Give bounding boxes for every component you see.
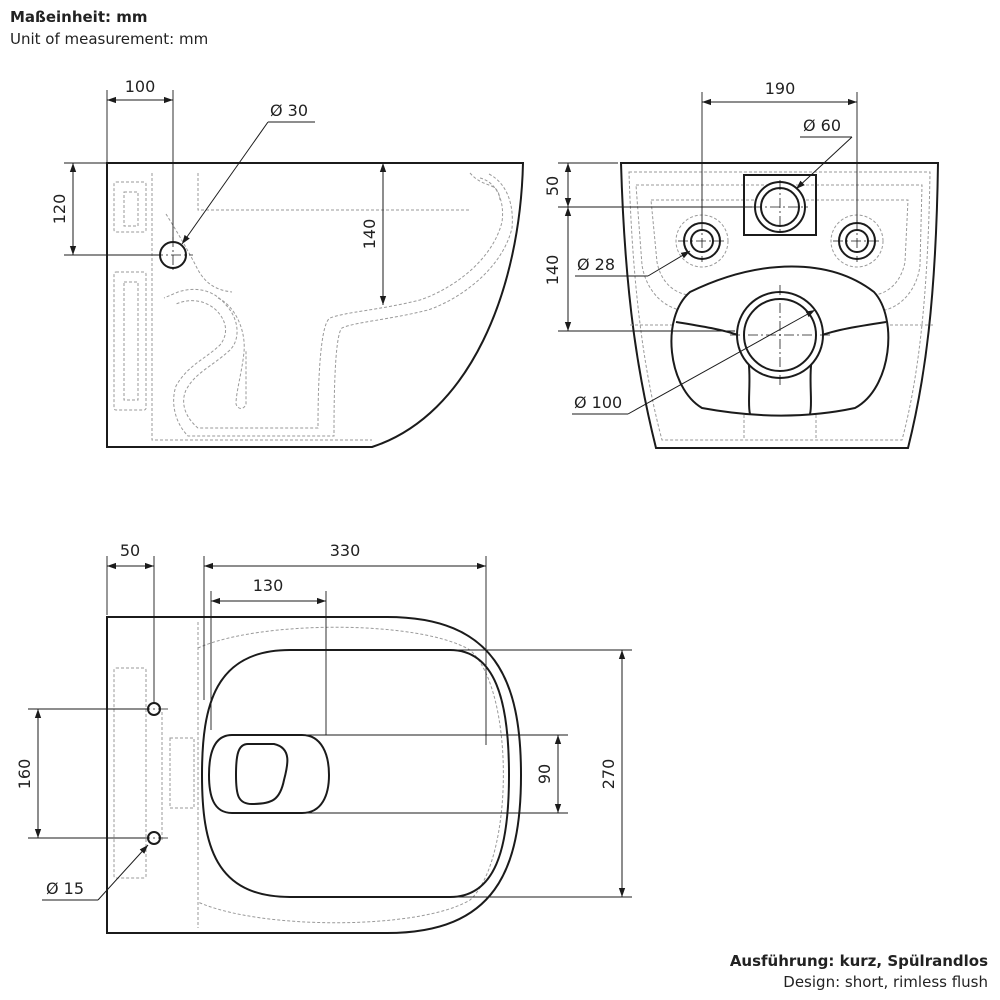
top-dim-130: 130 [253,576,284,595]
design-label-de: Ausführung: kurz, Spülrandlos [729,952,988,970]
bolt-hole-right [830,214,884,268]
design-label-en: Design: short, rimless flush [783,973,988,991]
bolt-hole-left [675,214,729,268]
side-dim-140: 140 [360,219,379,250]
top-dim-90: 90 [535,764,554,784]
side-label-d30: Ø 30 [270,101,308,120]
top-view-hidden-lines [113,622,504,928]
top-label-d15: Ø 15 [46,879,84,898]
rim-shape [200,649,511,898]
top-bolt-hole-upper [140,702,168,716]
rear-dim-190: 190 [765,79,796,98]
unit-label-en: Unit of measurement: mm [10,30,209,48]
rear-label-d100: Ø 100 [574,393,622,412]
unit-label-de: Maßeinheit: mm [10,8,148,26]
side-view: 100 120 140 Ø 30 [50,77,525,448]
top-dim-270: 270 [599,759,618,790]
flush-outlet [234,743,289,806]
rear-view: 190 50 140 Ø 60 Ø 28 Ø 100 [543,79,940,449]
rear-dim-50: 50 [543,176,562,196]
top-view-outline [106,616,523,934]
side-view-hidden-lines [113,172,513,441]
rear-dim-140: 140 [543,255,562,286]
rear-label-d28: Ø 28 [577,255,615,274]
side-dim-100: 100 [125,77,156,96]
top-dim-50: 50 [120,541,140,560]
rear-view-outline [619,162,940,449]
side-dim-120: 120 [50,194,69,225]
inlet-frame [743,174,817,236]
top-dim-330: 330 [330,541,361,560]
rear-label-d60: Ø 60 [803,116,841,135]
side-view-outline [106,162,525,448]
top-dim-160: 160 [15,759,34,790]
top-bolt-hole-lower [140,831,168,845]
top-view: 50 330 130 160 90 270 Ø 15 [15,541,632,934]
